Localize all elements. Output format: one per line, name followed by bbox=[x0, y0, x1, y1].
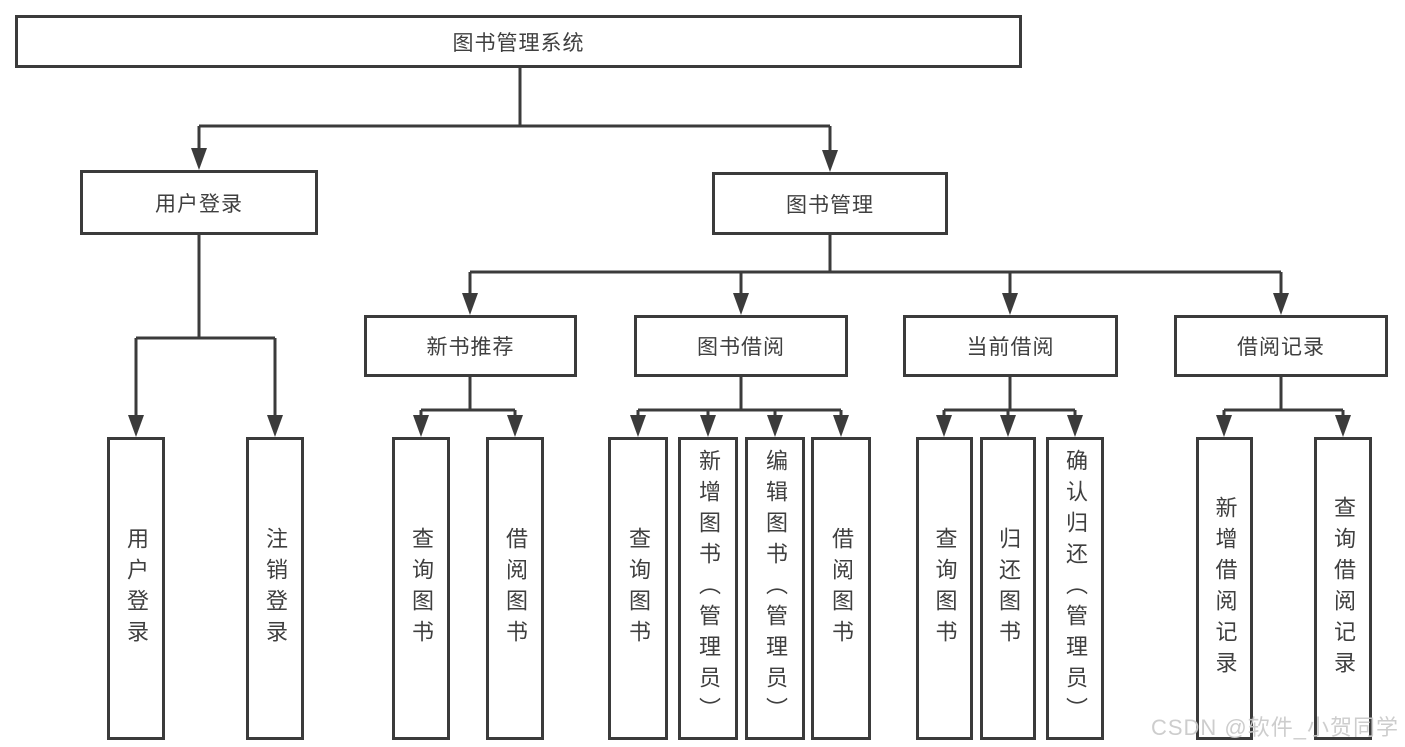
leaf-query-books-recommend: 查询图书 bbox=[392, 437, 450, 740]
node-new-book-recommendation: 新书推荐 bbox=[364, 315, 577, 377]
node-label: 查询图书 bbox=[932, 526, 958, 651]
node-label: 当前借阅 bbox=[966, 336, 1055, 359]
node-label: 借阅图书 bbox=[503, 526, 528, 651]
node-label: 编辑图书（管理员） bbox=[763, 449, 788, 728]
node-label: 查询图书 bbox=[409, 526, 434, 651]
node-label: 查询借阅记录 bbox=[1331, 495, 1356, 682]
node-label: 注销登录 bbox=[263, 526, 288, 651]
leaf-add-books-admin: 新增图书（管理员） bbox=[678, 437, 738, 740]
node-label: 借阅记录 bbox=[1237, 336, 1325, 359]
leaf-add-borrow-record: 新增借阅记录 bbox=[1196, 437, 1253, 740]
leaf-user-login: 用户登录 bbox=[107, 437, 165, 740]
node-label: 确认归还（管理员） bbox=[1063, 449, 1088, 728]
node-label: 归还图书 bbox=[996, 526, 1021, 651]
leaf-query-books-borrowing: 查询图书 bbox=[608, 437, 668, 740]
node-label: 新增借阅记录 bbox=[1212, 495, 1238, 682]
leaf-confirm-return-admin: 确认归还（管理员） bbox=[1046, 437, 1104, 740]
node-book-borrowing: 图书借阅 bbox=[634, 315, 848, 377]
node-borrowing-records: 借阅记录 bbox=[1174, 315, 1388, 377]
leaf-borrow-books-recommend: 借阅图书 bbox=[486, 437, 544, 740]
csdn-watermark: CSDN @软件_小贺同学 bbox=[1150, 715, 1399, 740]
leaf-logout-login: 注销登录 bbox=[246, 437, 304, 740]
node-label: 用户登录 bbox=[155, 192, 243, 216]
node-label: 用户登录 bbox=[124, 526, 149, 651]
node-book-management: 图书管理 bbox=[712, 172, 948, 235]
node-label: 图书管理 bbox=[786, 193, 874, 217]
node-label: 新书推荐 bbox=[426, 336, 515, 359]
node-current-borrowing: 当前借阅 bbox=[903, 315, 1118, 377]
leaf-edit-books-admin: 编辑图书（管理员） bbox=[745, 437, 805, 740]
leaf-borrow-books-borrowing: 借阅图书 bbox=[811, 437, 871, 740]
leaf-query-books-current: 查询图书 bbox=[916, 437, 973, 740]
node-label: 查询图书 bbox=[626, 526, 651, 651]
node-label: 借阅图书 bbox=[829, 526, 854, 651]
node-library-management-system: 图书管理系统 bbox=[15, 15, 1022, 68]
leaf-query-borrow-record: 查询借阅记录 bbox=[1314, 437, 1372, 740]
node-user-login-branch: 用户登录 bbox=[80, 170, 318, 235]
node-label: 图书借阅 bbox=[697, 336, 785, 359]
node-label: 新增图书（管理员） bbox=[696, 449, 721, 728]
leaf-return-books: 归还图书 bbox=[980, 437, 1036, 740]
node-label: 图书管理系统 bbox=[452, 31, 585, 55]
